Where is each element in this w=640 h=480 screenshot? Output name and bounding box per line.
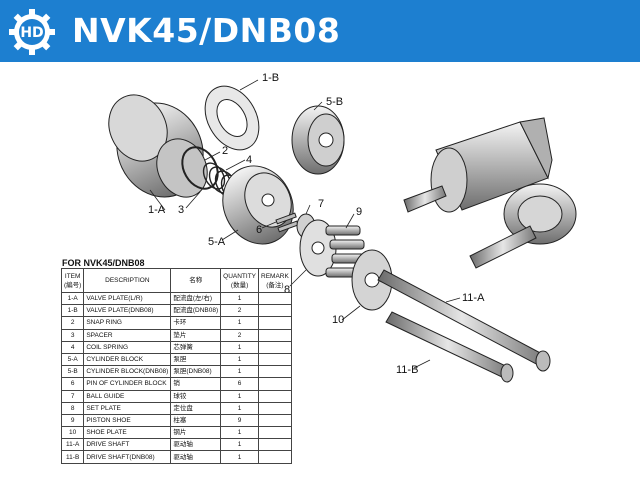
callout-4: 4 [246, 154, 253, 166]
part-5b-cylinder-block-gear [291, 105, 345, 175]
header-quantity: QUANTITY(数量) [220, 268, 260, 293]
callout-5a: 5-A [208, 236, 226, 248]
callout-1b: 1-B [262, 72, 280, 84]
callout-5b: 5-B [326, 96, 344, 108]
callout-7: 7 [318, 198, 325, 210]
callout-11a: 11-A [462, 292, 485, 304]
title-banner: HD NVK45/DNB08 [0, 0, 640, 62]
callout-9: 9 [356, 206, 363, 218]
callout-2: 2 [222, 145, 229, 157]
header-name: 名称 [170, 268, 222, 293]
header-remark: REMARK(备注) [258, 268, 292, 293]
part-11b-drive-shaft [385, 311, 514, 383]
callout-10: 10 [332, 314, 345, 326]
header-item: ITEM(編号) [60, 268, 85, 293]
assembled-pump-upper [403, 117, 553, 213]
callout-6: 6 [256, 224, 263, 236]
part-1b-valve-plate-ring [204, 85, 260, 151]
parts-table-caption: FOR NVK45/DNB08 [62, 258, 145, 268]
exploded-parts-drawing [108, 79, 577, 383]
callout-11b: 11-B [396, 364, 419, 376]
part-6-cylinder-pins [275, 212, 299, 233]
part-11a-drive-shaft [377, 269, 551, 372]
part-5a-cylinder-block [222, 165, 294, 245]
logo-letters: HD [20, 25, 43, 41]
callout-3: 3 [178, 204, 185, 216]
header-description: DESCRIPTION [83, 268, 172, 293]
parts-table: ITEM(編号) DESCRIPTION 名称 QUANTITY(数量) REM… [60, 268, 292, 464]
parts-table-header-row: ITEM(編号) DESCRIPTION 名称 QUANTITY(数量) REM… [60, 268, 292, 293]
assembled-pump-lower [469, 183, 577, 269]
page-title: NVK45/DNB08 [72, 11, 341, 50]
hd-gear-logo-icon: HD [9, 9, 55, 55]
callout-1a: 1-A [148, 204, 166, 216]
part-10-shoe-plate [351, 249, 393, 311]
